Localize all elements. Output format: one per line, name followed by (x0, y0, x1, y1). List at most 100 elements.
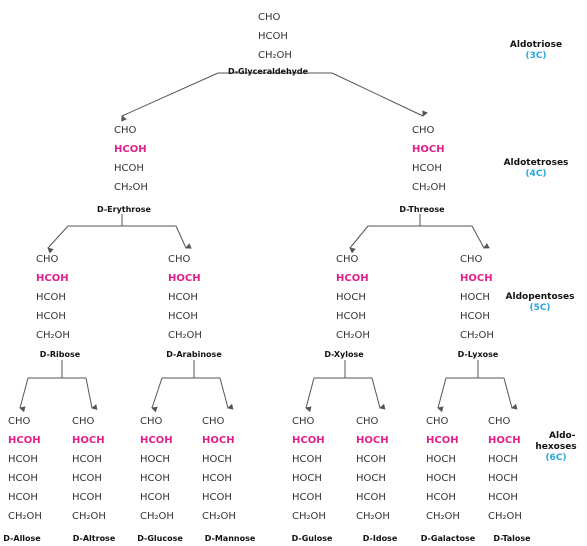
formula-line: HCOH (202, 473, 232, 484)
arrow-to-threose (331, 72, 428, 117)
formula-line: HOCH (488, 473, 518, 484)
formula-line: CH₂OH (258, 50, 292, 61)
formula-line: CH₂OH (8, 511, 42, 522)
formula-line: HCOH (36, 292, 66, 303)
formula-line: HCOH (426, 492, 456, 503)
formula-line: CH₂OH (292, 511, 326, 522)
molecule-name: D-Arabinose (166, 350, 222, 359)
formula-line: HCOH (488, 492, 518, 503)
molecule-name: D-Threose (399, 205, 445, 214)
formula-line: CHO (202, 416, 225, 427)
molecule-name: D-Allose (3, 534, 41, 543)
formula-line: HOCH (426, 454, 456, 465)
category-aldopentoses: Aldopentoses(5C) (505, 292, 575, 313)
formula-line: HCOH (292, 435, 325, 446)
category-aldotetroses: Aldotetroses(4C) (503, 158, 569, 179)
formula-line: CHO (258, 12, 281, 23)
formula-line: HOCH (202, 454, 232, 465)
formula-line: CH₂OH (460, 330, 494, 341)
formula-line: HCOH (36, 273, 69, 284)
formula-line: HCOH (168, 292, 198, 303)
formula-line: HOCH (460, 273, 493, 284)
category-aldotriose: Aldotriose(3C) (509, 40, 563, 61)
formula-line: CHO (292, 416, 315, 427)
formula-line: HCOH (292, 454, 322, 465)
formula-line: HOCH (168, 273, 201, 284)
formula-line: CHO (460, 254, 483, 265)
formula-line: CHO (336, 254, 359, 265)
formula-line: HCOH (202, 492, 232, 503)
formula-line: CH₂OH (488, 511, 522, 522)
formula-line: HOCH (356, 435, 389, 446)
molecule-name: D-Glucose (137, 534, 183, 543)
formula-line: HCOH (426, 435, 459, 446)
molecule-structure: CHO HCOH HOCH HCOH CH₂OH (336, 250, 370, 345)
molecule-structure: CHO HCOH CH₂OH (258, 8, 292, 65)
formula-line: HCOH (72, 492, 102, 503)
molecule-name: D-Erythrose (97, 205, 151, 214)
formula-line: CH₂OH (168, 330, 202, 341)
formula-line: CHO (8, 416, 31, 427)
molecule-name: D-Xylose (324, 350, 364, 359)
formula-line: HCOH (140, 492, 170, 503)
formula-line: CH₂OH (140, 511, 174, 522)
formula-line: HCOH (292, 492, 322, 503)
formula-line: CHO (140, 416, 163, 427)
formula-line: CH₂OH (336, 330, 370, 341)
molecule-structure: CHO HOCH HOCH HCOH HCOH CH₂OH (202, 412, 236, 526)
formula-line: HCOH (336, 273, 369, 284)
formula-line: CH₂OH (114, 182, 148, 193)
formula-line: CH₂OH (412, 182, 446, 193)
formula-line: HOCH (292, 473, 322, 484)
formula-line: HCOH (168, 311, 198, 322)
formula-line: CHO (114, 125, 137, 136)
formula-line: HCOH (8, 454, 38, 465)
formula-line: HCOH (114, 144, 147, 155)
formula-line: HCOH (356, 454, 386, 465)
formula-line: HCOH (36, 311, 66, 322)
formula-line: HOCH (412, 144, 445, 155)
molecule-structure: CHO HCOH HCOH CH₂OH (114, 121, 148, 197)
molecule-name: D-Gulose (291, 534, 333, 543)
formula-line: CH₂OH (356, 511, 390, 522)
formula-line: HCOH (140, 435, 173, 446)
formula-line: HCOH (356, 492, 386, 503)
formula-line: HCOH (114, 163, 144, 174)
category-aldohexoses: Aldo- hexoses(6C) (535, 431, 577, 463)
molecule-name: D-Altrose (72, 534, 116, 543)
formula-line: HOCH (488, 454, 518, 465)
molecule-structure: CHO HOCH HCOH CH₂OH (412, 121, 446, 197)
formula-line: HOCH (426, 473, 456, 484)
formula-line: HCOH (258, 31, 288, 42)
molecule-name: D-Glyceraldehyde (227, 67, 309, 76)
formula-line: CH₂OH (426, 511, 460, 522)
formula-line: HCOH (140, 473, 170, 484)
formula-line: CHO (356, 416, 379, 427)
formula-line: CHO (488, 416, 511, 427)
formula-line: HOCH (460, 292, 490, 303)
formula-line: HCOH (8, 473, 38, 484)
formula-line: HOCH (202, 435, 235, 446)
formula-line: HOCH (72, 435, 105, 446)
formula-line: HCOH (336, 311, 366, 322)
molecule-name: D-Ribose (39, 350, 81, 359)
formula-line: HCOH (8, 492, 38, 503)
formula-line: CHO (412, 125, 435, 136)
formula-line: CH₂OH (202, 511, 236, 522)
formula-line: HCOH (460, 311, 490, 322)
arrow-to-erythrose (121, 72, 219, 122)
molecule-structure: CHO HOCH HOCH HCOH CH₂OH (460, 250, 494, 345)
formula-line: HCOH (412, 163, 442, 174)
molecule-name: D-Idose (362, 534, 398, 543)
molecule-name: D-Mannose (204, 534, 256, 543)
formula-line: HOCH (336, 292, 366, 303)
